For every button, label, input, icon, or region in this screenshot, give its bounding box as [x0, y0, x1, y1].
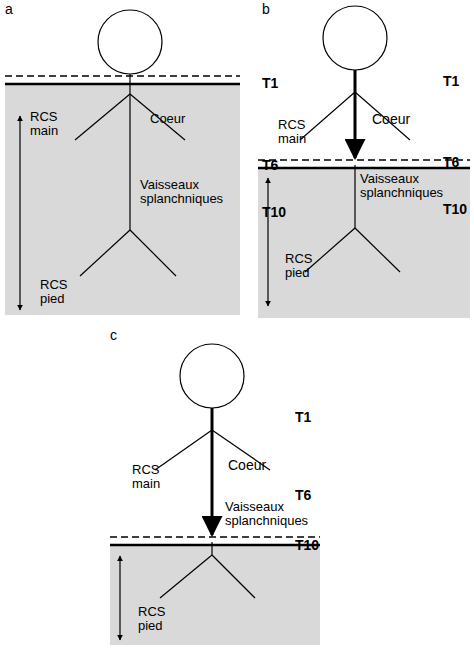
- shaded-band: RCS pied: [110, 545, 320, 645]
- vertebra-level: T10: [443, 202, 467, 217]
- vertebra-level: T6: [295, 488, 311, 503]
- figure-label: a: [5, 2, 13, 17]
- region-label: Vaisseaux splanchniques: [360, 172, 455, 200]
- region-label: RCS main: [30, 110, 75, 138]
- figure-label: Coeur: [372, 112, 410, 127]
- region-label: RCS pied: [285, 252, 330, 280]
- figure-label: Coeur: [228, 458, 266, 473]
- region-label: Vaisseaux splanchniques: [140, 178, 235, 206]
- shaded-band: RCS main CoeurVaisseaux splanchniquesRCS …: [5, 84, 240, 315]
- figure-label: RCS main: [132, 463, 177, 491]
- vertebra-level: T6: [262, 158, 278, 173]
- vertebra-level: T6: [443, 155, 459, 170]
- vertebra-level: T1: [443, 74, 459, 89]
- figure-label: b: [262, 2, 270, 17]
- vertebra-level: T1: [262, 76, 278, 91]
- shaded-band: Vaisseaux splanchniquesRCS pied: [258, 168, 470, 318]
- region-label: Coeur: [150, 112, 210, 126]
- figure-label: Vaisseaux splanchniques: [225, 500, 320, 528]
- vertebra-level: T1: [295, 410, 311, 425]
- region-label: RCS pied: [138, 605, 183, 633]
- region-label: RCS pied: [40, 278, 85, 306]
- figure-label: c: [110, 328, 117, 343]
- vertebra-level: T10: [262, 205, 286, 220]
- vertebra-level: T10: [295, 538, 319, 553]
- figure-label: RCS main: [278, 118, 323, 146]
